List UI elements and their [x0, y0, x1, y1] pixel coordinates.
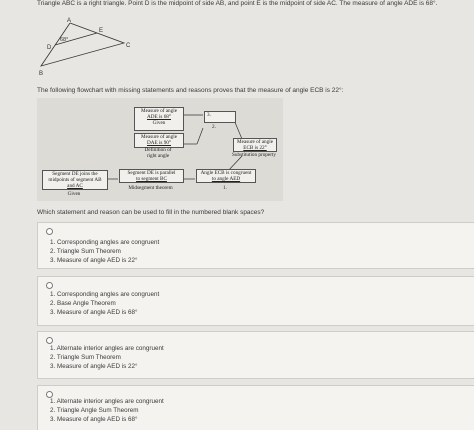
label-e: E [99, 28, 103, 34]
reason-text: Definition of [144, 147, 172, 153]
box-text: ADE is 68° [147, 114, 171, 120]
box-blank-1: 1. [196, 185, 254, 191]
option-line: 3. Measure of angle AED is 68° [50, 309, 138, 316]
option-line: 1. Alternate interior angles are congrue… [50, 398, 164, 405]
blank-reason: 1. [223, 185, 227, 191]
option-line: 3. Measure of angle AED is 68° [50, 416, 138, 423]
option-lines: 1. Alternate interior angles are congrue… [50, 344, 164, 371]
box-segment-de: Segment DE joins the midpoints of segmen… [42, 170, 108, 190]
reason-text: Substitution property [232, 152, 276, 158]
box-dae-90: Measure of angle DAE is 90° [134, 133, 184, 148]
option-line: 3. Measure of angle AED is 22° [50, 257, 138, 264]
box-text: Segment DE joins the [52, 171, 98, 177]
midsegment-de [54, 32, 98, 46]
answer-option-1[interactable]: 1. Corresponding angles are congruent 2.… [37, 222, 474, 269]
label-c: C [126, 43, 131, 49]
prompt-text: Which statement and reason can be used t… [37, 209, 265, 216]
reason-text: right angle [146, 153, 170, 159]
box-text: Segment DE is parallel [127, 170, 176, 176]
option-line: 2. Triangle Angle Sum Theorem [50, 407, 139, 414]
box-text: Measure of angle [140, 134, 177, 140]
box-congruent: Angle ECB is congruent to angle AED [196, 169, 256, 183]
box-reason: Given [152, 120, 166, 126]
angle-label: 68° [60, 37, 68, 43]
answer-option-3[interactable]: 1. Alternate interior angles are congrue… [37, 331, 474, 379]
box-adb-68: Measure of angle ADE is 68° Given [134, 107, 184, 131]
option-line: 1. Alternate interior angles are congrue… [50, 345, 164, 352]
option-line: 1. Corresponding angles are congruent [50, 239, 160, 246]
radio-button[interactable] [46, 391, 53, 398]
intro-text: The following flowchart with missing sta… [37, 87, 344, 94]
box-text: ECB is 22° [243, 145, 267, 151]
box-text: Measure of angle [140, 108, 177, 114]
box-text: Measure of angle [236, 139, 273, 145]
option-line: 1. Corresponding angles are congruent [50, 291, 160, 298]
reason-text: Midsegment theorem [128, 185, 173, 191]
box-segment-reason: Given [42, 191, 106, 197]
box-text: and AC [67, 183, 83, 189]
box-text: midpoints of segment AB [48, 177, 102, 183]
box-parallel-reason: Midsegment theorem [119, 185, 182, 191]
box-parallel: Segment DE is parallel to segment BC [119, 169, 184, 183]
label-d: D [47, 45, 52, 51]
option-line: 3. Measure of angle AED is 22° [50, 363, 138, 370]
option-line: 2. Base Angle Theorem [50, 300, 116, 307]
box-text: Angle ECB is congruent [200, 170, 252, 176]
label-b: B [39, 71, 43, 77]
question-text: Triangle ABC is a right triangle. Point … [37, 0, 438, 7]
option-lines: 1. Alternate interior angles are congrue… [50, 397, 164, 424]
blank-reason: 2. [212, 124, 216, 130]
triangle-figure: A B C D E 68° [39, 18, 131, 77]
blank-statement: 3. [207, 112, 211, 118]
box-blank-3: 3. [204, 111, 236, 123]
reason-text: Given [67, 191, 81, 197]
option-line: 2. Triangle Sum Theorem [50, 248, 121, 255]
option-lines: 1. Corresponding angles are congruent 2.… [50, 290, 159, 317]
triangle-sides [40, 22, 126, 67]
option-lines: 1. Corresponding angles are congruent 2.… [50, 238, 159, 265]
box-dae-reason: Definition of right angle [134, 147, 182, 159]
box-ecb-reason: Substitution property [227, 152, 281, 158]
option-line: 2. Triangle Sum Theorem [50, 354, 121, 361]
radio-button[interactable] [46, 337, 53, 344]
box-ecb-22: Measure of angle ECB is 22° [233, 138, 277, 152]
radio-button[interactable] [46, 282, 53, 289]
flowchart: Measure of angle ADE is 68° Given Measur… [37, 98, 283, 201]
answer-option-2[interactable]: 1. Corresponding angles are congruent 2.… [37, 276, 474, 326]
box-text: DAE is 90° [147, 140, 171, 146]
label-a: A [67, 18, 71, 24]
radio-button[interactable] [46, 228, 53, 235]
box-text: to angle AED [211, 176, 241, 182]
flowchart-arrows [107, 114, 243, 180]
answer-option-4[interactable]: 1. Alternate interior angles are congrue… [37, 385, 474, 430]
box-blank-2: 2. [204, 124, 224, 130]
box-text: to segment BC [136, 176, 167, 182]
